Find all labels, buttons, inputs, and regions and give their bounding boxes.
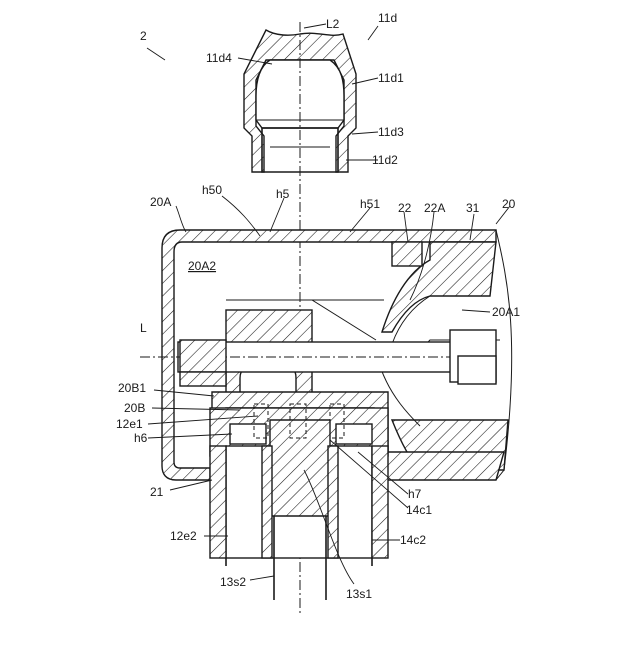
label-20b: 20B bbox=[124, 401, 145, 415]
label-l: L bbox=[140, 321, 147, 335]
label-11d2: 11d2 bbox=[372, 153, 398, 167]
label-h6: h6 bbox=[134, 431, 148, 445]
label-h50: h50 bbox=[202, 183, 222, 197]
label-l2: L2 bbox=[326, 17, 340, 31]
label-22: 22 bbox=[398, 201, 412, 215]
label-11d4: 11d4 bbox=[206, 51, 232, 65]
label-11d1: 11d1 bbox=[378, 71, 404, 85]
label-20: 20 bbox=[502, 197, 516, 211]
label-12e2: 12e2 bbox=[170, 529, 197, 543]
label-13s1: 13s1 bbox=[346, 587, 372, 601]
label-11d3: 11d3 bbox=[378, 125, 404, 139]
part-22-block bbox=[392, 242, 422, 266]
label-2: 2 bbox=[140, 29, 147, 43]
label-20a: 20A bbox=[150, 195, 171, 209]
label-21: 21 bbox=[150, 485, 164, 499]
label-12e1: 12e1 bbox=[116, 417, 143, 431]
label-13s2: 13s2 bbox=[220, 575, 246, 589]
shaft bbox=[140, 330, 496, 386]
label-h5: h5 bbox=[276, 187, 290, 201]
label-h7: h7 bbox=[408, 487, 422, 501]
label-14c2: 14c2 bbox=[400, 533, 426, 547]
label-11d: 11d bbox=[378, 11, 397, 25]
label-31: 31 bbox=[466, 201, 480, 215]
label-20a1: 20A1 bbox=[492, 305, 520, 319]
lower-connector bbox=[210, 404, 388, 600]
label-20a2: 20A2 bbox=[188, 259, 216, 273]
label-22a: 22A bbox=[424, 201, 445, 215]
label-20b1: 20B1 bbox=[118, 381, 146, 395]
label-h51: h51 bbox=[360, 197, 380, 211]
label-14c1: 14c1 bbox=[406, 503, 432, 517]
